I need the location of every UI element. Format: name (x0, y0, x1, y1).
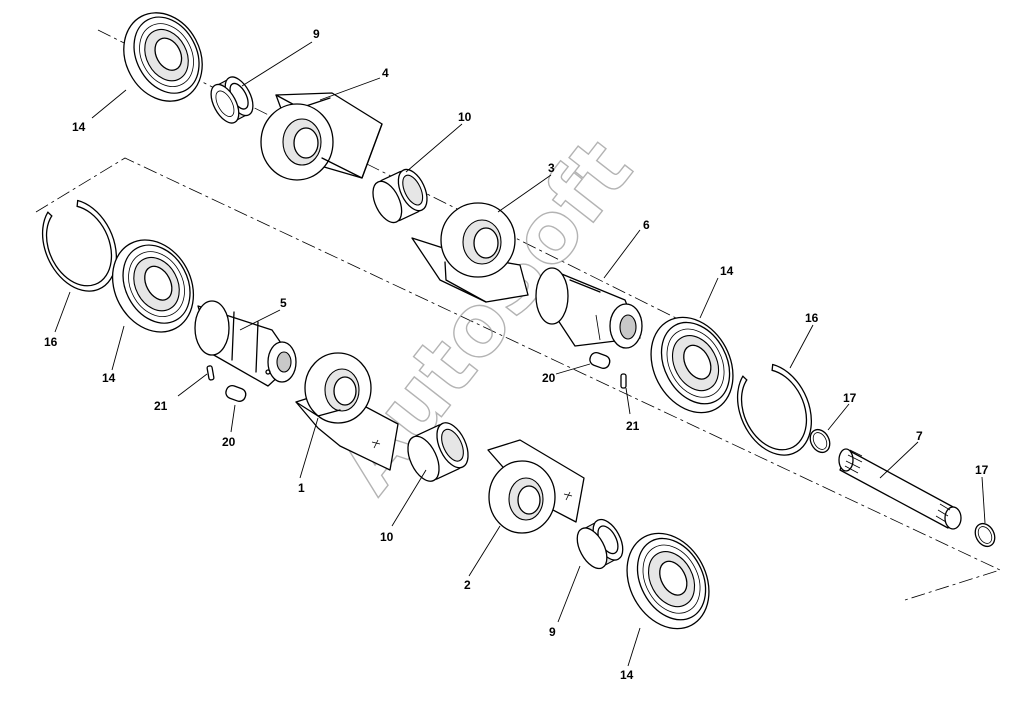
shaft-6 (535, 267, 643, 349)
callout-14-a: 14 (72, 120, 86, 134)
ring-17-left (809, 428, 831, 454)
callout-6: 6 (643, 218, 650, 232)
circlip-16-right (736, 363, 812, 456)
callout-14-c: 14 (620, 668, 634, 682)
callout-7: 7 (916, 429, 923, 443)
circlip-16-left (41, 199, 117, 292)
callout-20-a: 20 (222, 435, 236, 449)
cam-1 (295, 352, 399, 471)
callout-20-b: 20 (542, 371, 556, 385)
bearing-14-top (123, 12, 203, 102)
shaft-5 (194, 300, 297, 387)
callout-21-a: 21 (154, 399, 168, 413)
callout-14-b: 14 (102, 371, 116, 385)
key-20-left (225, 384, 247, 402)
key-20-right (589, 351, 611, 369)
callout-17-b: 17 (975, 463, 989, 477)
cam-2 (487, 439, 585, 534)
cam-4 (260, 92, 383, 181)
bushing-10-bottom (407, 422, 469, 482)
callout-16-a: 16 (44, 335, 58, 349)
callout-17-a: 17 (843, 391, 857, 405)
bushing-9-top (210, 76, 254, 124)
callout-16-b: 16 (805, 311, 819, 325)
callout-9-b: 9 (549, 625, 556, 639)
boundary-dash-line (35, 157, 1002, 601)
callout-5: 5 (280, 296, 287, 310)
callout-labels: 14 9 4 10 3 6 16 14 5 21 20 1 10 2 9 14 … (44, 27, 989, 682)
callout-21-b: 21 (626, 419, 640, 433)
bushing-10-top (372, 168, 428, 224)
callout-14-d: 14 (720, 264, 734, 278)
bearing-14-bottom (626, 532, 710, 630)
cam-3 (411, 202, 529, 303)
callout-10-b: 10 (380, 530, 394, 544)
bearing-14-right (650, 316, 734, 414)
leader-lines (54, 41, 986, 667)
ring-17-right (974, 522, 996, 548)
callout-4: 4 (382, 66, 389, 80)
bearing-14-left (111, 239, 195, 333)
pin-21-left (206, 365, 215, 381)
callout-3: 3 (548, 161, 555, 175)
callout-10-a: 10 (458, 110, 472, 124)
callout-1: 1 (298, 481, 305, 495)
pin-21-right (620, 373, 627, 389)
splined-shaft-7 (838, 448, 962, 530)
callout-2: 2 (464, 578, 471, 592)
callout-9-a: 9 (313, 27, 320, 41)
bushing-9-bottom (576, 518, 624, 570)
